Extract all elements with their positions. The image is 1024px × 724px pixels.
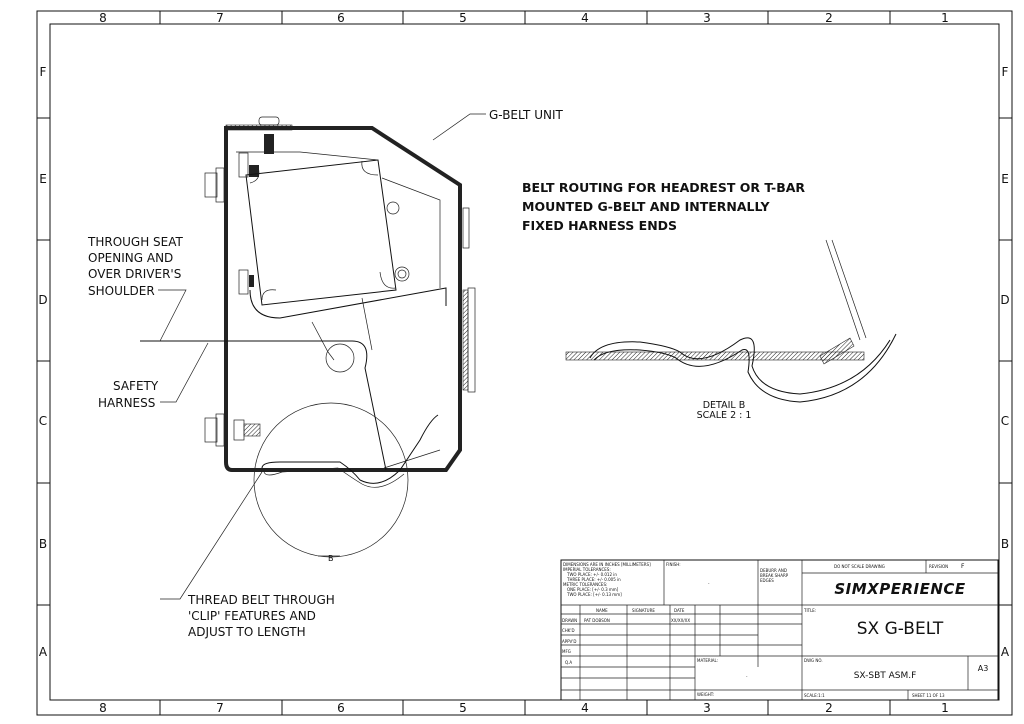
tb-text: DIMENSIONS ARE IN INCHES [MILLIMETERS] — [563, 562, 651, 567]
zone-row: C — [1001, 414, 1009, 428]
zone-row: D — [1000, 293, 1009, 307]
detail-b-circle — [253, 402, 409, 558]
callout-text: SAFETY — [113, 379, 159, 393]
tb-text: MFG — [562, 649, 571, 654]
tb-text: XX/XX/XX — [671, 618, 690, 623]
callout-text: ADJUST TO LENGTH — [188, 625, 306, 639]
zone-column-labels: 8 7 6 5 4 3 2 1 8 7 6 5 4 3 2 1 — [99, 11, 949, 715]
tb-text: IMPERIAL TOLERANCES: — [563, 567, 611, 572]
callout-text: HARNESS — [98, 396, 155, 410]
callout-g-belt-unit: G-BELT UNIT — [432, 108, 563, 141]
zone-col: 8 — [99, 701, 107, 715]
zone-col: 1 — [941, 11, 949, 25]
detail-marker: B — [328, 554, 334, 563]
tb-text: METRIC TOLERANCES: — [563, 582, 607, 587]
title-block: DIMENSIONS ARE IN INCHES [MILLIMETERS] I… — [560, 559, 999, 701]
callout-text: OVER DRIVER'S — [88, 267, 181, 281]
zone-row: A — [39, 645, 48, 659]
zone-row: B — [39, 537, 47, 551]
tb-text: DEBURR AND — [760, 568, 787, 573]
zone-ticks — [37, 11, 1012, 715]
zone-row: B — [1001, 537, 1009, 551]
detail-scale: SCALE 2 : 1 — [697, 410, 752, 421]
tb-text: SHEET 11 OF 13 — [912, 693, 945, 698]
zone-row-labels: F E D C B A F E D C B A — [38, 65, 1010, 659]
callout-text: THROUGH SEAT — [87, 235, 184, 249]
tb-text: NAME — [596, 608, 608, 613]
tb-text: SIGNATURE — [632, 608, 655, 613]
zone-col: 1 — [941, 701, 949, 715]
note-line: FIXED HARNESS ENDS — [522, 218, 677, 233]
tb-text: CHK'D — [562, 628, 575, 633]
tb-text: EDGES — [760, 578, 774, 583]
zone-row: E — [1001, 172, 1009, 186]
callout-text: OPENING AND — [88, 251, 173, 265]
zone-col: 6 — [337, 11, 345, 25]
tb-text: MATERIAL: — [697, 658, 718, 663]
tb-text: SCALE:1:1 — [804, 693, 825, 698]
zone-col: 7 — [216, 701, 224, 715]
drawing-title: SX G-BELT — [857, 619, 944, 639]
tb-text: ONE PLACE: [+/- 0.3 mm] — [567, 587, 619, 592]
callout-text: THREAD BELT THROUGH — [187, 593, 335, 607]
sheet-size: A3 — [978, 664, 989, 673]
tb-text: - — [746, 674, 748, 679]
tb-text: DWG NO. — [804, 658, 823, 663]
tb-text: Q.A — [565, 660, 572, 665]
callout-text: SHOULDER — [88, 284, 155, 298]
g-belt-unit-section-view — [140, 116, 476, 558]
zone-col: 8 — [99, 11, 107, 25]
tb-text: APPV'D — [562, 639, 576, 644]
zone-col: 5 — [459, 11, 467, 25]
callout-through-seat: THROUGH SEAT OPENING AND OVER DRIVER'S S… — [87, 235, 187, 342]
zone-col: 5 — [459, 701, 467, 715]
zone-col: 6 — [337, 701, 345, 715]
tb-text: TITLE: — [803, 608, 816, 613]
tb-text: REVISION — [929, 564, 948, 569]
routing-note: BELT ROUTING FOR HEADREST OR T-BAR MOUNT… — [522, 180, 805, 233]
zone-row: E — [39, 172, 47, 186]
callout-text: G-BELT UNIT — [489, 108, 563, 122]
callout-text: 'CLIP' FEATURES AND — [188, 609, 316, 623]
tb-text: THREE PLACE: +/- 0.005 in — [566, 577, 621, 582]
zone-col: 2 — [825, 701, 833, 715]
tb-text: WEIGHT: — [697, 692, 714, 697]
zone-row: A — [1001, 645, 1010, 659]
tb-text: PAT DOBSON — [584, 618, 610, 623]
note-line: BELT ROUTING FOR HEADREST OR T-BAR — [522, 180, 805, 195]
callout-safety-harness: SAFETY HARNESS — [98, 342, 209, 410]
tb-text: TWO PLACE: +/- 0.012 in — [566, 572, 617, 577]
detail-label: DETAIL B — [703, 400, 746, 411]
zone-row: F — [1002, 65, 1009, 79]
zone-col: 2 — [825, 11, 833, 25]
tb-text: TWO PLACE: [+/- 0.13 mm] — [566, 592, 622, 597]
tb-text: - — [708, 581, 710, 586]
zone-col: 3 — [703, 11, 711, 25]
drawing-number: SX-SBT ASM.F — [854, 671, 917, 681]
revision-value: F — [961, 563, 965, 570]
zone-col: 3 — [703, 701, 711, 715]
zone-row: F — [40, 65, 47, 79]
callout-thread-belt: THREAD BELT THROUGH 'CLIP' FEATURES AND … — [160, 471, 335, 639]
company-logo: SIMXPERIENCE — [834, 580, 966, 598]
zone-col: 7 — [216, 11, 224, 25]
note-line: MOUNTED G-BELT AND INTERNALLY — [522, 199, 771, 214]
tb-text: DRAWN — [562, 618, 577, 623]
tb-text: FINISH: — [666, 562, 681, 567]
zone-col: 4 — [581, 11, 589, 25]
zone-col: 4 — [581, 701, 589, 715]
tb-text: DO NOT SCALE DRAWING — [834, 564, 885, 569]
zone-row: D — [38, 293, 47, 307]
detail-b-view: DETAIL B SCALE 2 : 1 — [565, 239, 897, 421]
zone-row: C — [39, 414, 47, 428]
tb-text: BREAK SHARP — [760, 573, 789, 578]
tb-text: DATE — [674, 608, 685, 613]
